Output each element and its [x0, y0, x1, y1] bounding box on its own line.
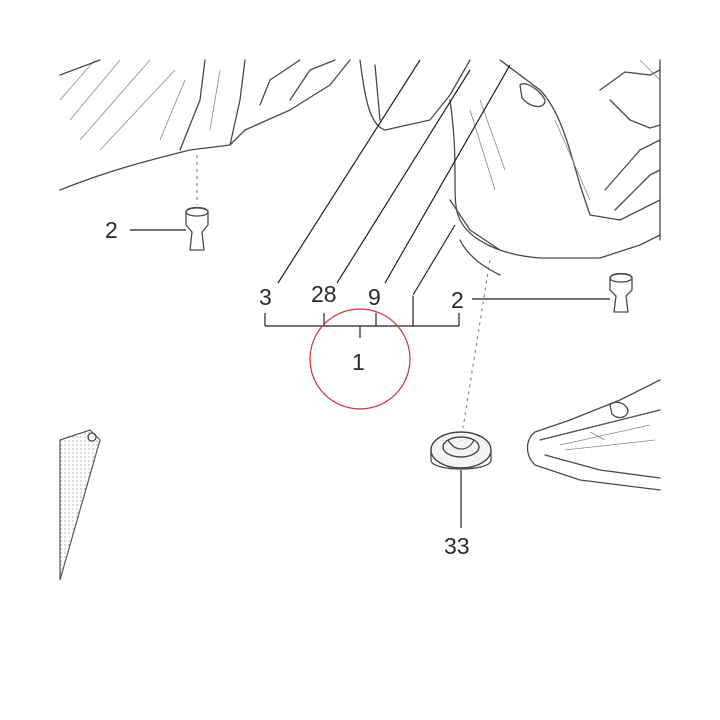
body-panel-left: [59, 59, 351, 191]
lower-left-panel: [59, 429, 101, 581]
label-2-right: 2: [451, 287, 464, 313]
axis-grommet: [462, 259, 491, 429]
label-3: 3: [259, 284, 272, 310]
label-2-left: 2: [105, 217, 118, 243]
leader-lines: [277, 59, 511, 296]
label-33: 33: [444, 533, 470, 559]
body-structure-right: [359, 59, 661, 276]
highlight-circle: [309, 308, 411, 410]
lower-right-panel: [526, 379, 661, 491]
group-bracket: [264, 296, 460, 338]
label-28: 28: [311, 281, 337, 307]
grommet-part: [430, 431, 492, 528]
clip-fastener-left: [130, 206, 209, 251]
label-1: 1: [352, 349, 365, 375]
label-9: 9: [368, 284, 381, 310]
clip-fastener-right: [472, 272, 633, 313]
